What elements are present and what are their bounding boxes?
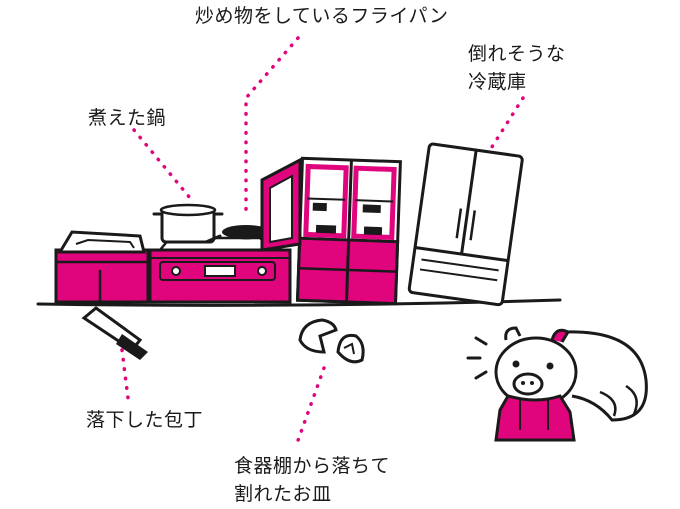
leader-line-knife [120, 348, 130, 400]
broken-plate-illustration [298, 318, 365, 364]
label-fridge-line1: 倒れそうな [468, 43, 566, 65]
knife-illustration [81, 306, 148, 360]
label-plate: 食器棚から落ちて 割れたお皿 [234, 452, 390, 508]
leader-line-fridge [488, 96, 525, 152]
label-frying-pan: 炒め物をしているフライパン [195, 5, 449, 27]
stove-counter [148, 236, 292, 304]
creature-illustration [466, 326, 648, 442]
label-pot: 煮えた鍋 [88, 107, 167, 129]
leader-line-pot [132, 128, 192, 200]
label-knife: 落下した包丁 [86, 409, 204, 431]
leader-line-plate [294, 366, 326, 448]
label-plate-line2: 割れたお皿 [234, 483, 332, 505]
label-plate-line1: 食器棚から落ちて [234, 455, 391, 477]
cupboard-illustration [295, 156, 402, 306]
sink-counter [54, 230, 150, 304]
label-fridge-line2: 冷蔵庫 [468, 71, 527, 93]
fridge-illustration [407, 142, 524, 307]
pot-illustration [152, 203, 224, 244]
leader-lines [120, 36, 525, 448]
label-fridge: 倒れそうな 冷蔵庫 [468, 40, 566, 96]
